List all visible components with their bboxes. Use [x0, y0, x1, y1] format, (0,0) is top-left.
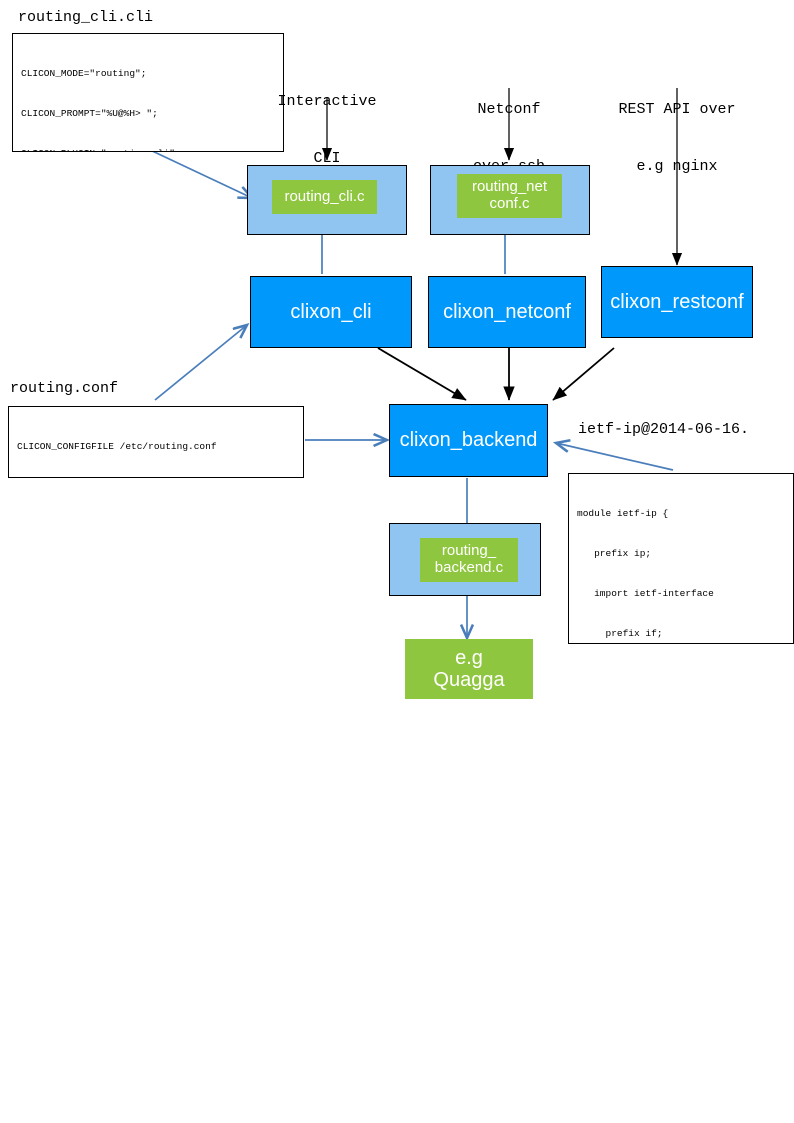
entry-label-line2: CLI — [313, 150, 341, 167]
arrow-cli-file-to-routing-cli-c — [147, 148, 252, 198]
daemon-label: clixon_netconf — [443, 300, 571, 323]
arrow-clixon-cli-to-backend — [377, 347, 467, 401]
code-line: CLICON_PROMPT="%U@%H> "; — [21, 108, 158, 120]
code-line: prefix ip; — [577, 548, 652, 560]
daemon-box-clixon-restconf[interactable]: clixon_restconf — [601, 266, 753, 338]
plugin-box-routing-backend-c[interactable]: routing_ backend.c — [420, 538, 518, 582]
conf-file-caption: routing.conf — [10, 380, 119, 397]
entry-label-line1: REST API over — [618, 101, 736, 118]
entry-label-line1: Netconf — [477, 101, 541, 118]
code-line: CLICON_MODE="routing"; — [21, 67, 147, 79]
entry-label-rest-api: REST API over e.g nginx — [606, 62, 748, 214]
arrow-yang-to-clixon-backend — [556, 443, 674, 471]
yang-file-caption: ietf-ip@2014-06-16. — [578, 421, 750, 438]
conf-file-code-box: CLICON_CONFIGFILE /etc/routing.conf CLIC… — [8, 406, 304, 478]
routing-daemon-label-line1: e.g — [455, 646, 483, 669]
plugin-label-line2: backend.c — [434, 559, 504, 576]
arrow-conf-to-clixon-cli — [154, 325, 247, 401]
code-line: import ietf-interface — [577, 588, 714, 600]
routing-daemon-box-quagga[interactable]: e.g Quagga — [405, 639, 533, 699]
arrow-clixon-restconf-to-backend — [552, 347, 615, 401]
plugin-label-line2: conf.c — [489, 195, 530, 212]
entry-label-line2: e.g nginx — [636, 158, 718, 175]
cli-file-caption: routing_cli.cli — [18, 9, 154, 26]
plugin-label-line1: routing_cli.c — [284, 187, 365, 205]
routing-daemon-label-line2: Quagga — [433, 669, 505, 691]
cli-file-code-box: CLICON_MODE="routing"; CLICON_PROMPT="%U… — [12, 33, 284, 152]
code-line: CLICON_PLUGIN="routing_cli"; — [21, 147, 275, 151]
daemon-box-clixon-cli[interactable]: clixon_cli — [250, 276, 412, 348]
entry-label-line1: Interactive — [277, 93, 377, 110]
plugin-box-routing-cli-c[interactable]: routing_cli.c — [272, 180, 377, 214]
daemon-label: clixon_restconf — [610, 290, 744, 313]
code-line: CLICON_CONFIGFILE /etc/routing.conf — [17, 440, 217, 452]
code-line: module ietf-ip { — [577, 507, 669, 519]
plugin-label-line1: routing_ — [441, 542, 497, 560]
code-line: prefix if; — [577, 628, 663, 640]
daemon-label: clixon_cli — [290, 300, 372, 323]
yang-file-code-box: module ietf-ip { prefix ip; import ietf-… — [568, 473, 794, 644]
daemon-box-clixon-netconf[interactable]: clixon_netconf — [428, 276, 586, 348]
plugin-box-routing-netconf-c[interactable]: routing_net conf.c — [457, 174, 562, 218]
daemon-box-clixon-backend[interactable]: clixon_backend — [389, 404, 548, 477]
plugin-label-line1: routing_net — [471, 178, 548, 196]
entry-label-interactive-cli: Interactive CLI — [277, 54, 377, 206]
daemon-label: clixon_backend — [399, 429, 538, 452]
